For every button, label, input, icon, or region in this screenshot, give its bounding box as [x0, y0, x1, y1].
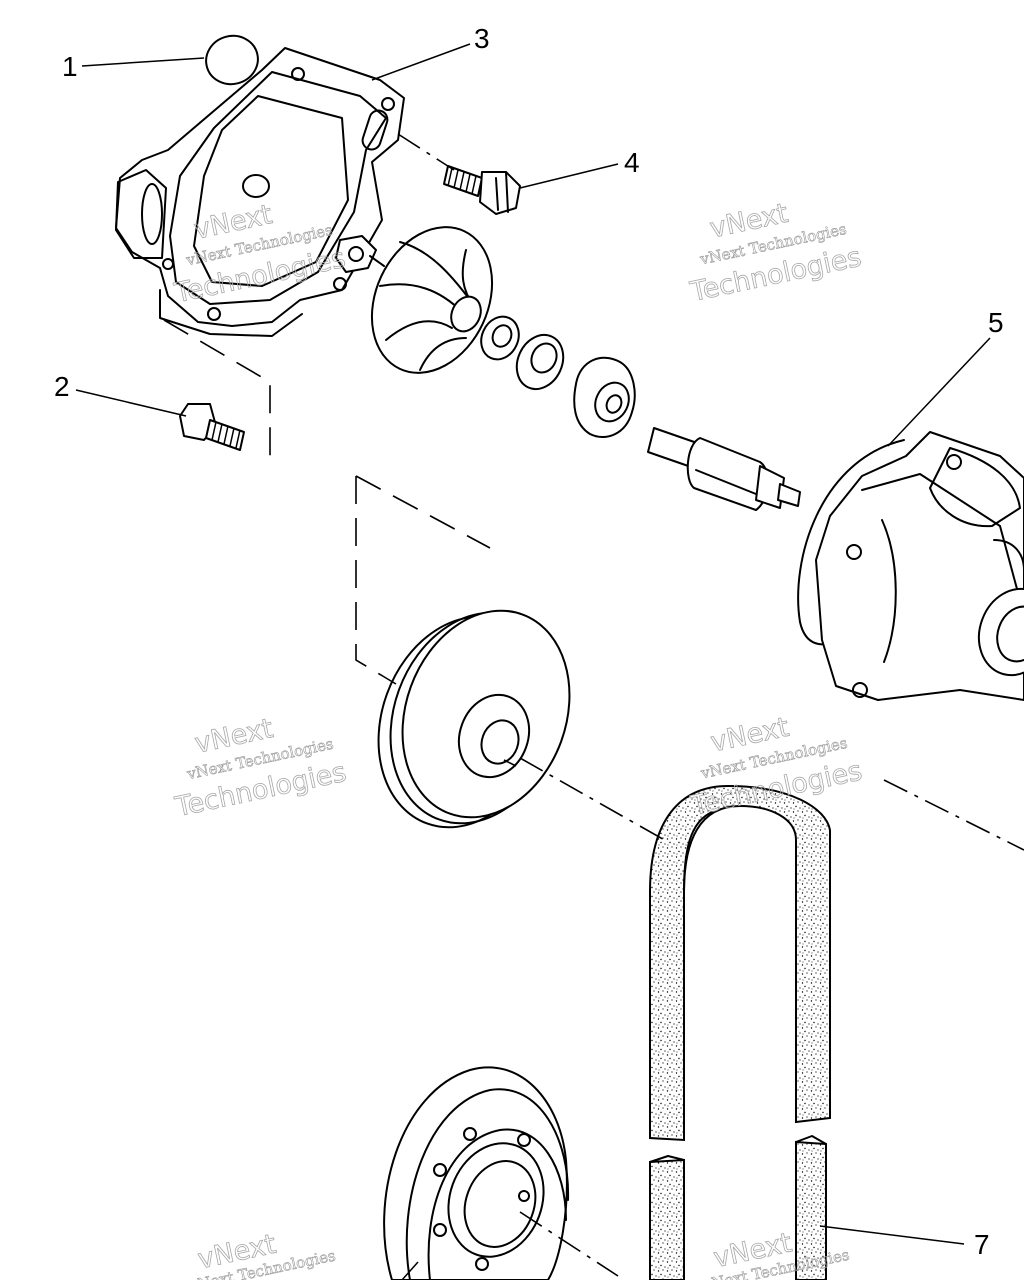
watermark-bottom-left: vNext vNext Technologies: [186, 1228, 337, 1280]
watermark-mid-left: vNext vNext Technologies Technologies: [172, 713, 350, 824]
callout-1: 1: [62, 51, 78, 82]
impeller-nut: [335, 235, 385, 273]
lower-pulley: [383, 1066, 570, 1280]
mechanical-seal: [515, 333, 565, 391]
callout-4: 4: [624, 147, 640, 178]
seal-washer-small: [480, 315, 520, 361]
impeller: [370, 226, 494, 374]
pump-cover: [115, 47, 405, 337]
assembly-lines: [163, 133, 1024, 1277]
drive-belt: [649, 784, 831, 1280]
o-ring-5: [797, 439, 905, 646]
callout-3: 3: [474, 23, 490, 54]
watermark-mid-right: vNext vNext Technologies Technologies: [687, 711, 865, 822]
pump-housing: [815, 431, 1024, 701]
leader-lines: [75, 43, 991, 1280]
callout-5: 5: [988, 307, 1004, 338]
watermark-bottom-right: vNext vNext Technologies: [700, 1227, 851, 1280]
oil-seal: [573, 356, 636, 439]
watermark-top-right: vNext vNext Technologies Technologies: [687, 197, 865, 308]
pump-shaft: [647, 427, 801, 511]
bolt-4: [443, 165, 521, 215]
bolt-2: [179, 403, 245, 451]
callout-7: 7: [974, 1229, 990, 1260]
upper-pulley: [377, 609, 571, 829]
o-ring-1: [205, 34, 259, 86]
callout-2: 2: [54, 371, 70, 402]
